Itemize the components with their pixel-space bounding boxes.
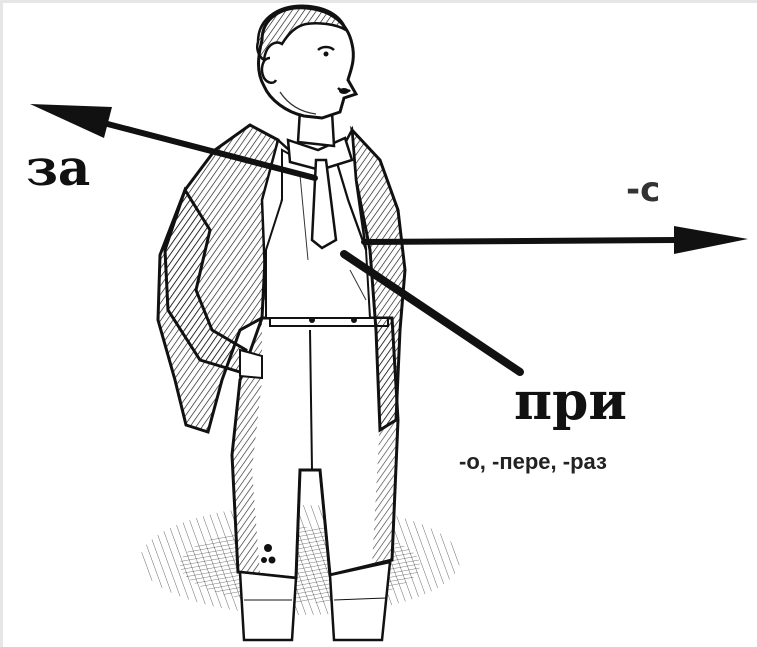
left-border: [0, 0, 3, 647]
arrow-left: [30, 104, 318, 181]
label-prefixes: -о, -пере, -раз: [459, 449, 607, 474]
boy-illustration-icon: [140, 4, 460, 642]
arrow-right: [361, 226, 748, 254]
arrowhead-right-icon: [674, 226, 748, 254]
arrowhead-left-icon: [30, 104, 112, 138]
line-bottom: [340, 250, 524, 376]
legs: [238, 560, 392, 642]
label-s: -с: [626, 170, 661, 210]
label-za: за: [26, 138, 91, 197]
ground-shadow: [140, 505, 460, 615]
shirt: [265, 136, 372, 319]
label-pri: при: [514, 371, 627, 432]
head: [256, 4, 359, 120]
top-border: [0, 0, 757, 3]
